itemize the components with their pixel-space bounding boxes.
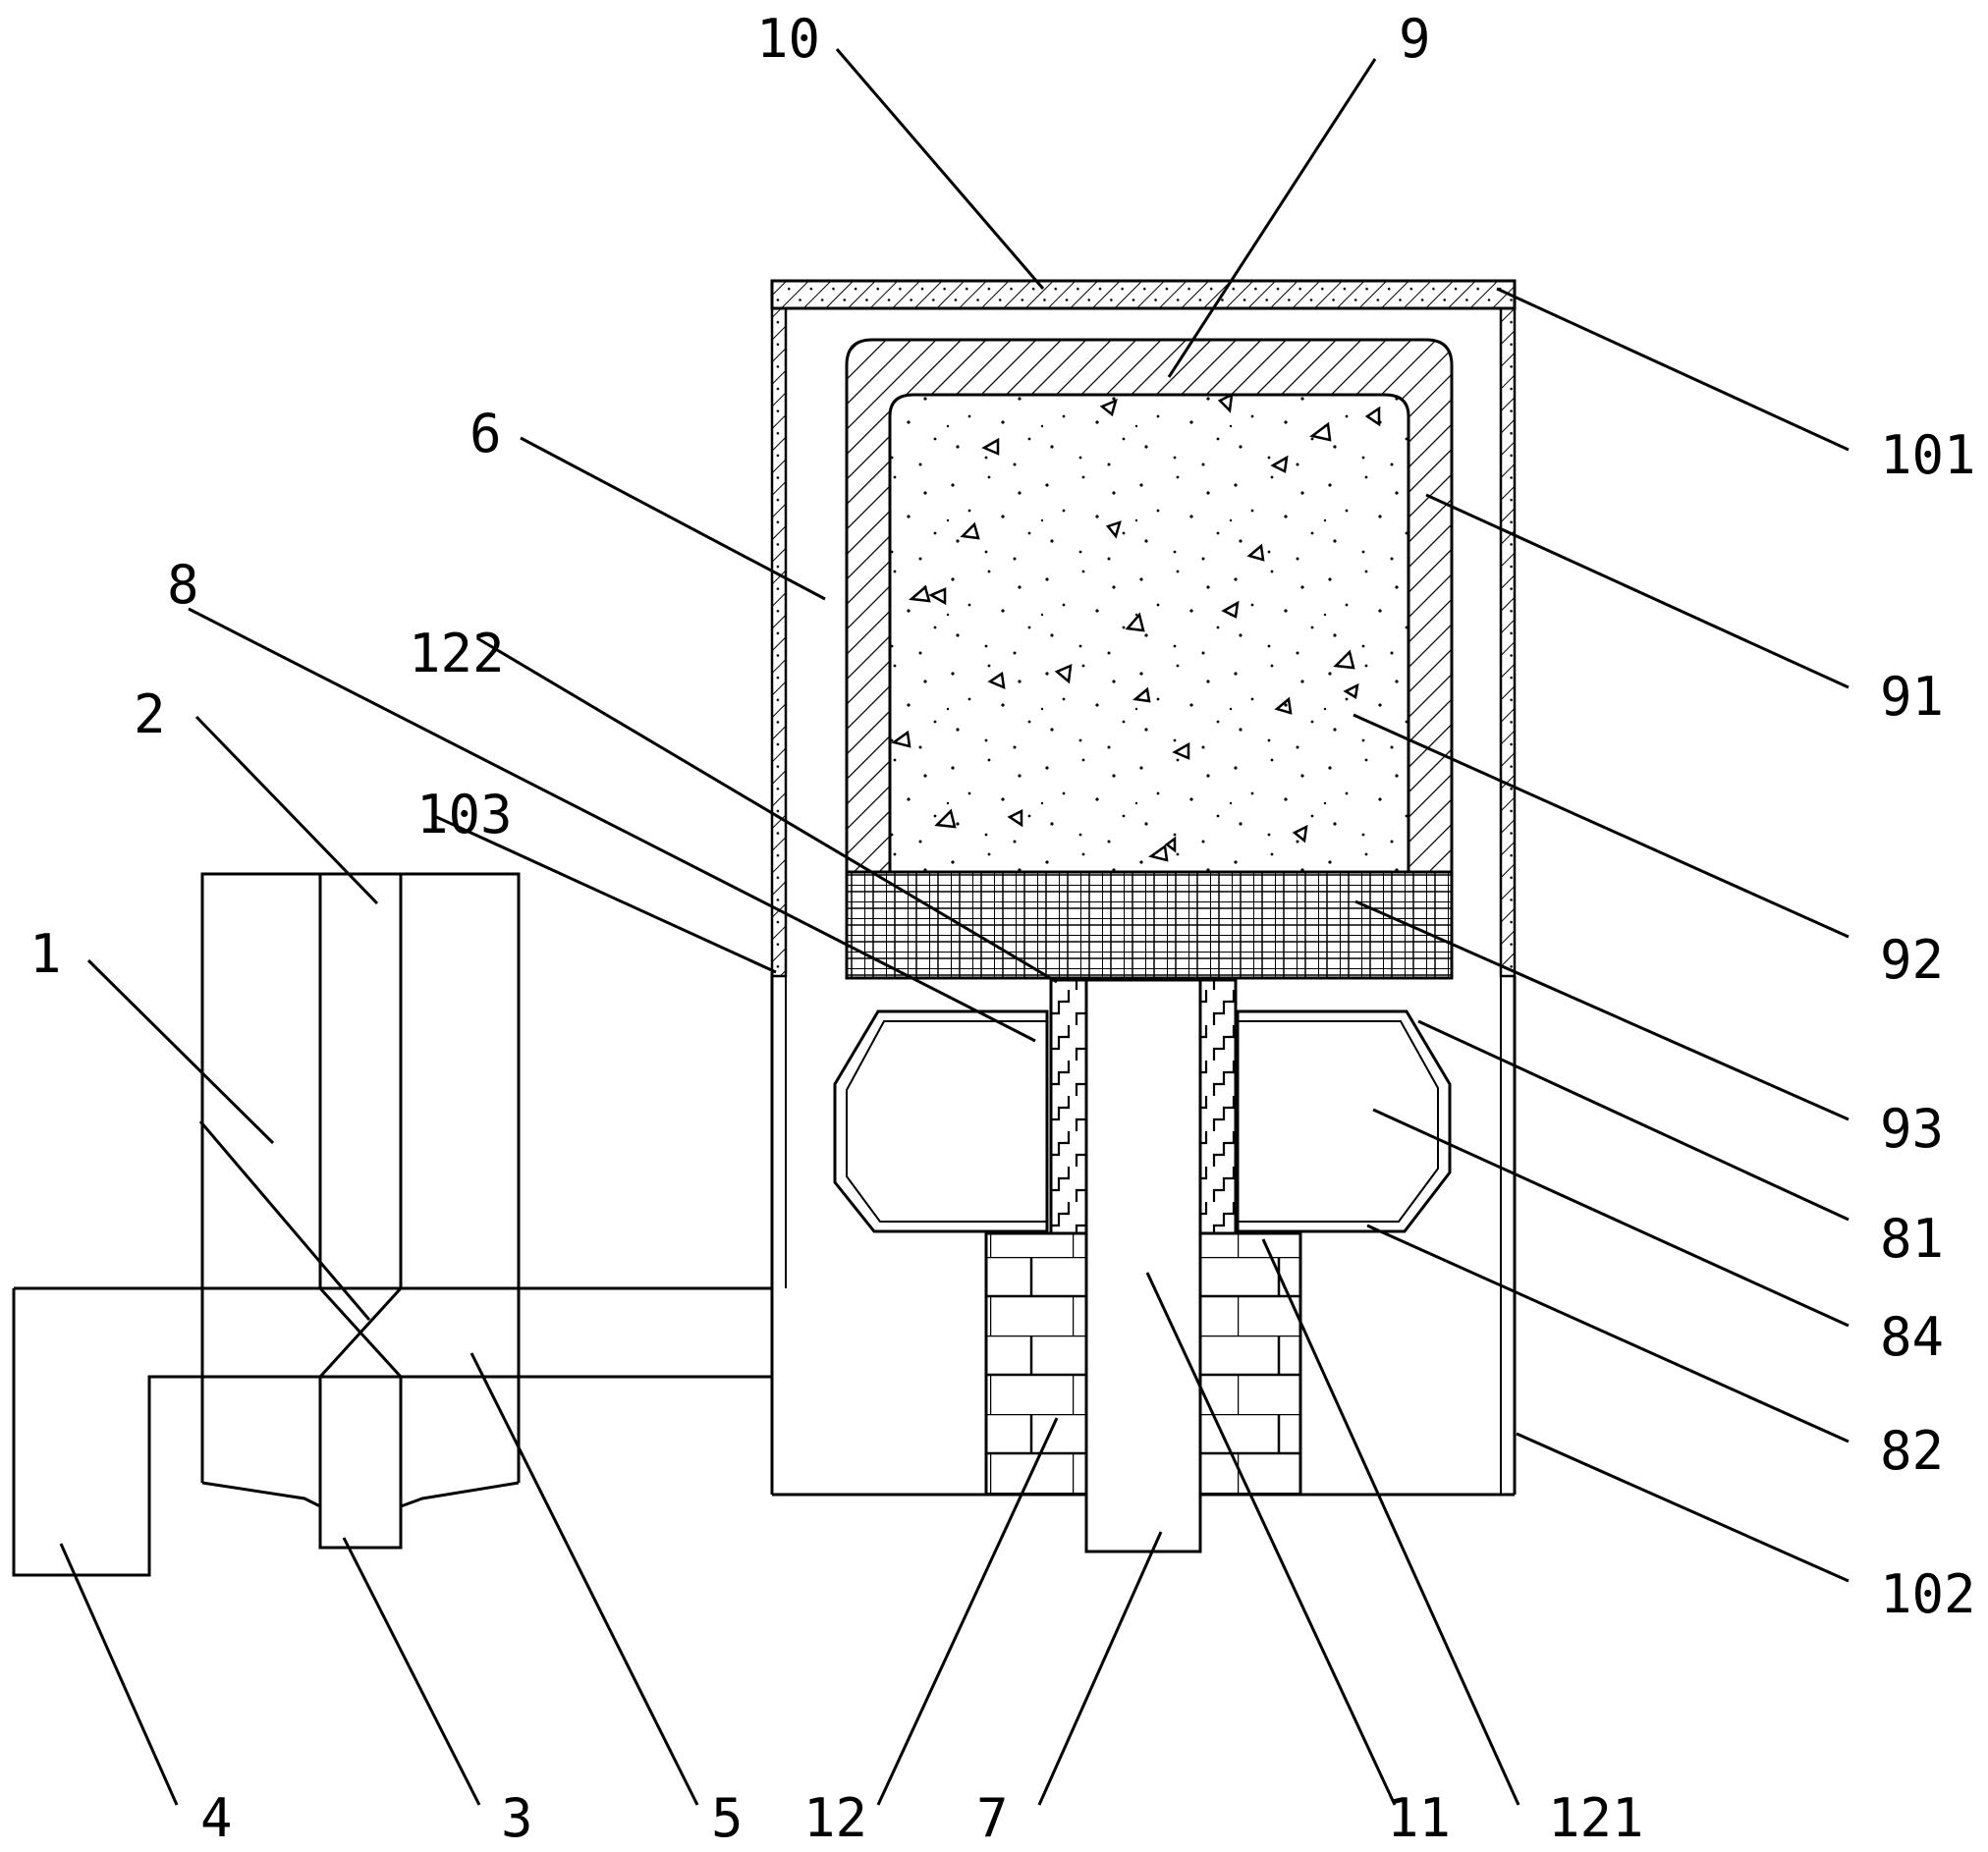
label-6: 6 bbox=[469, 403, 502, 464]
label-12: 12 bbox=[803, 1787, 867, 1849]
label-122: 122 bbox=[409, 623, 505, 684]
label-84: 84 bbox=[1880, 1306, 1944, 1368]
gear-right-84 bbox=[1198, 978, 1238, 1235]
filter-grid-93 bbox=[845, 870, 1454, 980]
left-body-1 bbox=[200, 872, 521, 1508]
label-81: 81 bbox=[1880, 1208, 1944, 1270]
leader-lines bbox=[59, 48, 1850, 1806]
callout-labels: 10 9 101 6 91 8 122 92 2 103 93 1 81 84 … bbox=[29, 8, 1976, 1849]
label-1: 1 bbox=[29, 923, 62, 985]
label-92: 92 bbox=[1880, 929, 1944, 991]
label-82: 82 bbox=[1880, 1420, 1944, 1482]
shaft-7 bbox=[1084, 978, 1202, 1553]
label-7: 7 bbox=[976, 1787, 1009, 1849]
nozzle-3 bbox=[318, 1375, 403, 1550]
gear-left-8 bbox=[1049, 978, 1088, 1235]
blade-right-82 bbox=[1236, 1009, 1452, 1233]
label-4: 4 bbox=[200, 1787, 233, 1849]
outlet-pipe-4 bbox=[12, 1286, 320, 1577]
label-101: 101 bbox=[1880, 424, 1976, 486]
center-channel-2 bbox=[318, 874, 403, 1379]
particle-markers bbox=[891, 392, 1381, 862]
label-102: 102 bbox=[1880, 1563, 1976, 1625]
label-103: 103 bbox=[416, 784, 513, 845]
label-5: 5 bbox=[711, 1787, 744, 1849]
connecting-pipe-5 bbox=[401, 972, 774, 1495]
label-91: 91 bbox=[1880, 666, 1944, 728]
label-121: 121 bbox=[1548, 1787, 1644, 1849]
label-9: 9 bbox=[1399, 8, 1431, 70]
label-10: 10 bbox=[756, 8, 820, 70]
blade-left-81 bbox=[833, 1009, 1049, 1233]
label-3: 3 bbox=[501, 1787, 533, 1849]
label-93: 93 bbox=[1880, 1098, 1944, 1160]
label-2: 2 bbox=[134, 683, 166, 745]
label-8: 8 bbox=[167, 554, 199, 616]
vessel-content-92 bbox=[888, 392, 1410, 874]
brick-base-12 bbox=[984, 1231, 1302, 1497]
label-11: 11 bbox=[1387, 1787, 1451, 1849]
